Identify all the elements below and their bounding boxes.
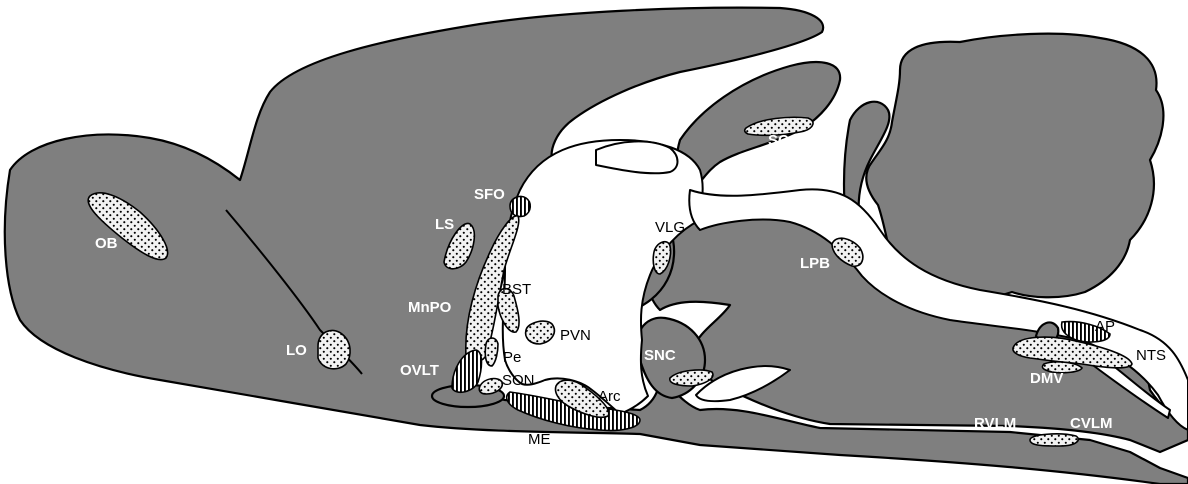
label-LO: LO bbox=[286, 342, 307, 359]
label-SFO: SFO bbox=[474, 186, 505, 203]
label-RVLM: RVLM bbox=[974, 415, 1016, 432]
label-MnPO: MnPO bbox=[408, 299, 452, 316]
label-ME: ME bbox=[528, 431, 551, 448]
label-LS: LS bbox=[435, 216, 454, 233]
label-OVLT: OVLT bbox=[400, 362, 439, 379]
label-Pe: Pe bbox=[503, 349, 521, 366]
label-VLG: VLG bbox=[655, 219, 685, 236]
label-DMV: DMV bbox=[1030, 370, 1063, 387]
region-RVLM bbox=[1030, 434, 1078, 446]
label-NTS: NTS bbox=[1136, 347, 1166, 364]
label-OB: OB bbox=[95, 235, 118, 252]
cerebellum bbox=[866, 34, 1163, 298]
region-PVN bbox=[526, 321, 555, 344]
label-SC: SC bbox=[768, 132, 789, 149]
region-LO bbox=[318, 330, 350, 368]
label-Arc: Arc bbox=[598, 388, 621, 405]
label-CVLM: CVLM bbox=[1070, 415, 1113, 432]
region-Pe bbox=[485, 338, 498, 366]
label-BST: BST bbox=[502, 281, 531, 298]
region-SFO bbox=[510, 196, 530, 216]
label-AP: AP bbox=[1095, 318, 1115, 335]
label-LPB: LPB bbox=[800, 255, 830, 272]
label-SNC: SNC bbox=[644, 347, 676, 364]
label-PVN: PVN bbox=[560, 327, 591, 344]
label-SON: SON bbox=[502, 372, 535, 389]
